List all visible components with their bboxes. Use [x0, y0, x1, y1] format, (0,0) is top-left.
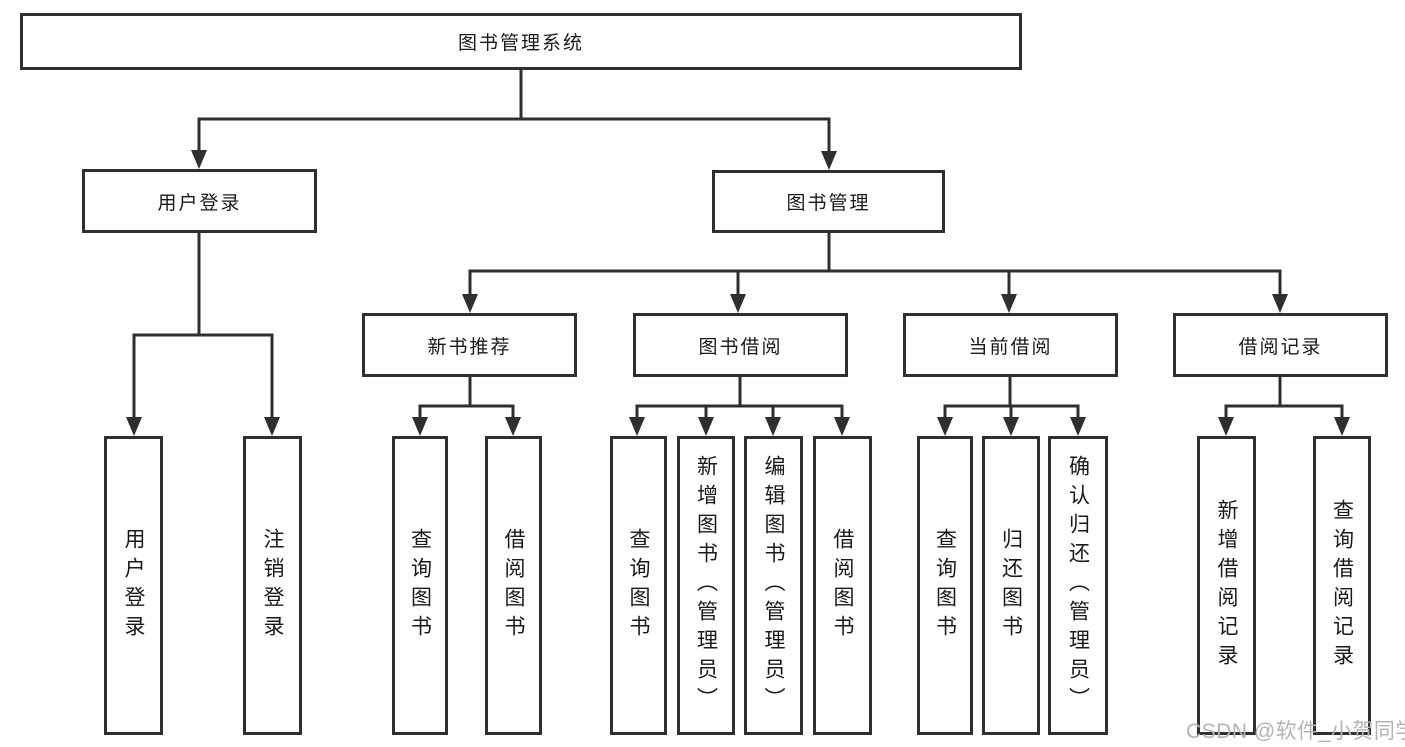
node-label: 借阅图书 [831, 527, 854, 644]
node-label: 用户登录 [157, 192, 242, 214]
node-query-books-current: 查询图书 [917, 436, 973, 735]
node-confirm-return-admin: 确认归还（管理员） [1048, 436, 1108, 735]
node-label: 新增借阅记录 [1215, 498, 1238, 673]
node-label: 归还图书 [999, 527, 1023, 644]
node-return-books: 归还图书 [982, 436, 1040, 735]
node-label: 图书借阅 [698, 336, 783, 358]
node-book-borrowing: 图书借阅 [633, 313, 848, 377]
node-label: 查询图书 [408, 527, 432, 644]
node-label: 查询图书 [627, 527, 650, 644]
node-label: 查询借阅记录 [1330, 498, 1354, 673]
node-label: 新书推荐 [427, 336, 512, 358]
node-label: 确认归还（管理员） [1066, 455, 1090, 716]
node-borrow-records: 借阅记录 [1173, 313, 1388, 377]
node-label: 编辑图书（管理员） [762, 455, 785, 716]
watermark: CSDN @软件_小贺同学 [1186, 720, 1405, 743]
node-new-book-recommend: 新书推荐 [362, 313, 577, 377]
node-query-books-recommend: 查询图书 [392, 436, 448, 735]
node-label: 当前借阅 [968, 336, 1053, 358]
node-current-borrowing: 当前借阅 [903, 313, 1118, 377]
node-add-borrow-record: 新增借阅记录 [1197, 436, 1256, 735]
node-label: 图书管理 [786, 193, 871, 214]
node-label: 新增图书（管理员） [694, 455, 718, 716]
node-label: 注销登录 [261, 527, 284, 644]
node-logout-leaf: 注销登录 [243, 436, 302, 735]
node-add-books-admin: 新增图书（管理员） [677, 436, 735, 735]
node-book-management-branch: 图书管理 [712, 170, 945, 233]
node-user-login-leaf: 用户登录 [104, 436, 163, 735]
node-borrow-books-leaf: 借阅图书 [813, 436, 872, 735]
node-label: 借阅图书 [502, 527, 525, 644]
node-query-books-borrowing: 查询图书 [610, 436, 667, 735]
node-borrow-books-recommend: 借阅图书 [485, 436, 542, 735]
node-query-borrow-record: 查询借阅记录 [1313, 436, 1371, 735]
node-label: 查询图书 [933, 527, 957, 644]
node-edit-books-admin: 编辑图书（管理员） [744, 436, 803, 735]
node-label: 借阅记录 [1238, 336, 1323, 358]
node-label: 图书管理系统 [457, 33, 584, 54]
node-root: 图书管理系统 [20, 13, 1022, 70]
node-label: 用户登录 [122, 527, 145, 644]
node-user-login-branch: 用户登录 [82, 169, 317, 233]
